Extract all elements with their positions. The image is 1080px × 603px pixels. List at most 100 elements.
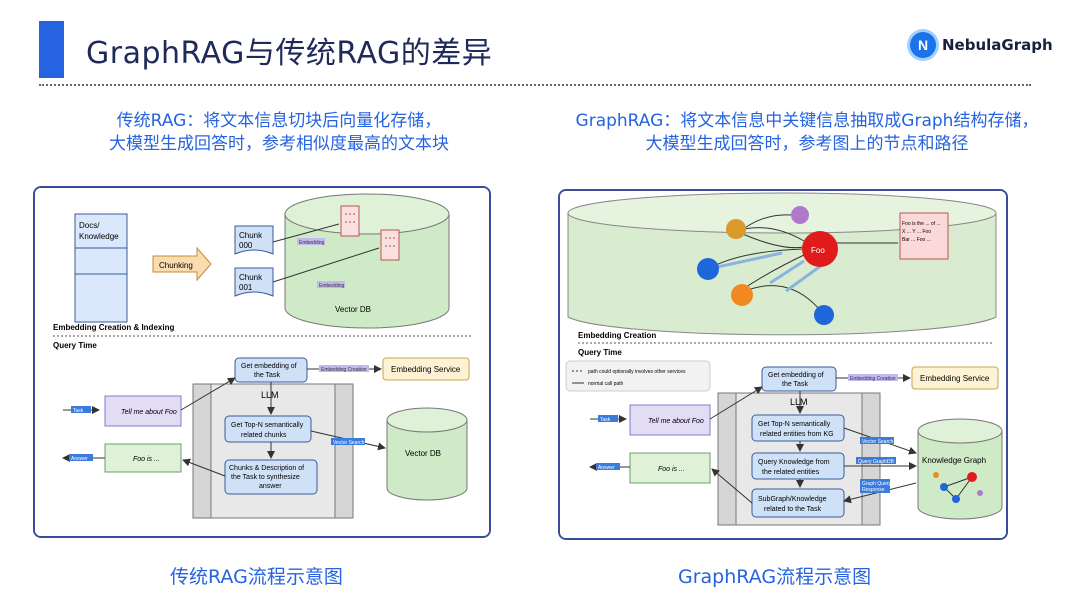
- vector-search-tag: Vector Search: [333, 440, 365, 446]
- get-embedding-1: Get embedding of: [241, 363, 297, 370]
- subgraph-node: SubGraph/Knowledge related to the Task: [751, 488, 845, 518]
- right-subtitle-line1: GraphRAG：将文本信息中关键信息抽取成Graph结构存储，: [575, 111, 1039, 131]
- graph-query-tag-2: Response: [862, 487, 885, 493]
- foo-node: Foo: [802, 231, 838, 267]
- task-tag-right: Task: [600, 417, 611, 423]
- synth-2: the Task to synthesize: [231, 474, 300, 481]
- docs-label-2: Knowledge: [79, 232, 119, 241]
- nebula-logo-icon: N: [910, 32, 936, 58]
- chunk-001: Chunk 001: [234, 267, 274, 297]
- synthesize-node: Chunks & Description of the Task to synt…: [224, 459, 318, 495]
- graphrag-diagram: Foo Foo is the ... of ... X ... Y ... Fo…: [560, 191, 1006, 538]
- chunk1-label-1: Chunk: [239, 273, 263, 282]
- section-embedding-indexing: Embedding Creation & Indexing: [53, 323, 174, 332]
- graph-node-orange-2: [731, 284, 753, 306]
- embedding-tag-1: Embedding: [299, 240, 325, 246]
- chunking-arrow: Chunking: [152, 246, 212, 282]
- docs-label-1: Docs/: [79, 221, 100, 230]
- title-accent-bar: [39, 21, 64, 78]
- answer-node: Foo is ...: [104, 443, 182, 473]
- query-knowledge-1: Query Knowledge from: [758, 459, 830, 466]
- graph-node-blue-1: [697, 258, 719, 280]
- graph-node-blue-2: [814, 305, 834, 325]
- graphrag-diagram-panel: Foo Foo is the ... of ... X ... Y ... Fo…: [558, 189, 1008, 540]
- get-embedding-node-right: Get embedding of the Task: [761, 366, 837, 392]
- vector-search-tag-right: Vector Search: [862, 439, 894, 445]
- legend-dashed: path could optionally involves other ser…: [588, 369, 686, 375]
- section-query-time: Query Time: [53, 341, 97, 350]
- doc-line-2: X ... Y ... Foo: [902, 229, 931, 235]
- foo-document: Foo is the ... of ... X ... Y ... Foo Ba…: [899, 212, 949, 260]
- page-title: GraphRAG与传统RAG的差异: [86, 36, 493, 71]
- answer-tag: Answer: [71, 456, 88, 462]
- embedding-tag-2: Embedding: [319, 283, 345, 289]
- chunk-000: Chunk 000: [234, 225, 274, 255]
- graph-query-tag-1: Graph Query: [862, 481, 891, 487]
- synth-1: Chunks & Description of: [229, 465, 304, 472]
- user-query-node-right: Tell me about Foo: [629, 404, 711, 436]
- divider: [39, 84, 1031, 86]
- topn-node: Get Top-N semantically related chunks: [224, 415, 312, 443]
- topn-2: related chunks: [241, 432, 287, 439]
- query-graph-tag: Query GraphDB: [858, 459, 895, 465]
- vector-db-bottom: Vector DB: [386, 407, 468, 501]
- chunking-label: Chunking: [159, 261, 193, 270]
- vector-db-top-label: Vector DB: [335, 305, 371, 314]
- right-caption: GraphRAG流程示意图: [678, 566, 872, 588]
- answer-label-right: Foo is ...: [658, 466, 685, 473]
- subgraph-2: related to the Task: [764, 506, 822, 513]
- vector-db-top: Vector DB: [284, 193, 450, 329]
- topn-1: Get Top-N semantically: [231, 422, 304, 429]
- logo: N NebulaGraph: [910, 32, 1053, 58]
- logo-text: NebulaGraph: [942, 36, 1053, 54]
- topn-r1: Get Top-N semantically: [758, 421, 831, 428]
- left-caption: 传统RAG流程示意图: [170, 566, 343, 588]
- vector-db-bottom-label: Vector DB: [405, 449, 441, 458]
- answer-node-right: Foo is ...: [629, 452, 711, 484]
- topn-entities-node: Get Top-N semantically related entities …: [751, 414, 845, 442]
- query-knowledge-node: Query Knowledge from the related entitie…: [751, 452, 845, 480]
- answer-tag-right: Answer: [598, 465, 615, 471]
- chunk1-label-2: 001: [239, 283, 253, 292]
- right-subtitle-line2: 大模型生成回答时，参考图上的节点和路径: [645, 134, 969, 154]
- chunk0-label-2: 000: [239, 241, 253, 250]
- knowledge-graph-label: Knowledge Graph: [922, 456, 986, 465]
- user-query-node: Tell me about Foo: [104, 395, 182, 427]
- right-subtitle: GraphRAG：将文本信息中关键信息抽取成Graph结构存储， 大模型生成回答…: [572, 110, 1042, 156]
- section-query-time-right: Query Time: [578, 348, 622, 357]
- rag-diagram-panel: Docs/ Knowledge Chunking Vector DB Chunk…: [33, 186, 491, 538]
- llm-label-right: LLM: [790, 397, 808, 407]
- llm-label: LLM: [261, 390, 279, 400]
- doc-line-1: Foo is the ... of ...: [902, 221, 941, 227]
- get-embedding-r2: the Task: [782, 381, 808, 388]
- embedding-service-node: Embedding Service: [382, 357, 470, 381]
- chunk0-label-1: Chunk: [239, 231, 263, 240]
- legend-solid: normal call path: [588, 381, 624, 387]
- legend: path could optionally involves other ser…: [565, 360, 711, 392]
- left-subtitle-line1: 传统RAG：将文本信息切块后向量化存储，: [116, 111, 442, 131]
- get-embedding-node: Get embedding of the Task: [234, 357, 308, 383]
- synth-3: answer: [259, 483, 282, 490]
- get-embedding-2: the Task: [254, 372, 280, 379]
- get-embedding-r1: Get embedding of: [768, 372, 824, 379]
- foo-label: Foo: [811, 246, 825, 255]
- embedding-service-node-right: Embedding Service: [911, 366, 999, 390]
- docs-knowledge-node: Docs/ Knowledge: [74, 213, 128, 323]
- graph-node-purple: [791, 206, 809, 224]
- left-subtitle: 传统RAG：将文本信息切块后向量化存储， 大模型生成回答时，参考相似度最高的文本…: [44, 110, 514, 156]
- embedding-creation-tag: Embedding Creation: [321, 367, 367, 373]
- embedding-service-label-right: Embedding Service: [920, 374, 990, 383]
- section-embedding-creation: Embedding Creation: [578, 331, 656, 340]
- doc-line-3: Bar ... Foo ...: [902, 237, 931, 243]
- query-knowledge-2: the related entities: [762, 469, 820, 476]
- graph-node-orange: [726, 219, 746, 239]
- user-query-label-right: Tell me about Foo: [648, 418, 704, 425]
- topn-r2: related entities from KG: [760, 431, 834, 438]
- embedding-service-label: Embedding Service: [391, 365, 461, 374]
- embedding-creation-tag-right: Embedding Creation: [850, 376, 896, 382]
- task-tag: Task: [73, 408, 84, 414]
- answer-label: Foo is ...: [133, 456, 160, 463]
- user-query-label: Tell me about Foo: [121, 409, 177, 416]
- subgraph-1: SubGraph/Knowledge: [758, 496, 827, 503]
- rag-diagram: Docs/ Knowledge Chunking Vector DB Chunk…: [35, 188, 489, 536]
